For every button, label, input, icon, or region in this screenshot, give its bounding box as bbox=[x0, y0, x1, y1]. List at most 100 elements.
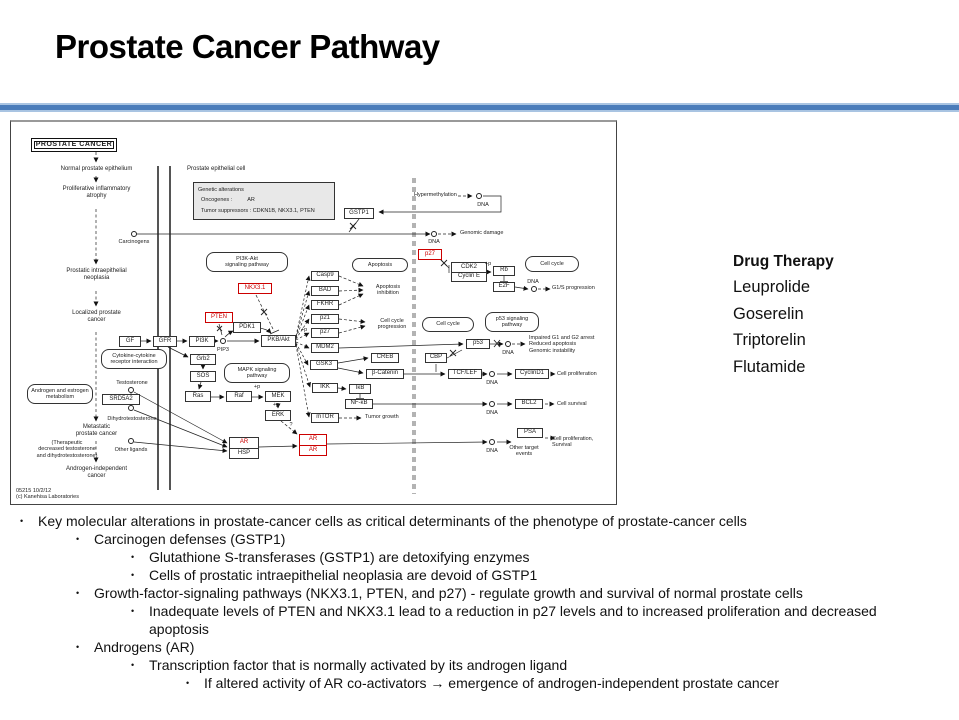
bullet-dot: • bbox=[131, 606, 135, 616]
bullet-dot: • bbox=[131, 660, 135, 670]
bullet-item: • If altered activity of AR co-activators… bbox=[0, 674, 945, 692]
pathway-node-grb2: Grb2 bbox=[190, 354, 216, 365]
bullet-text: Inadequate levels of PTEN and NKX3.1 lea… bbox=[149, 603, 877, 637]
pathway-node-ras: Ras bbox=[185, 391, 211, 402]
pathway-node-pip3: PIP3 bbox=[217, 347, 229, 353]
drug-item-goserelin: Goserelin bbox=[733, 304, 804, 323]
bullet-text: Growth-factor-signaling pathways (NKX3.1… bbox=[94, 585, 803, 601]
bullet-item: • Key molecular alterations in prostate-c… bbox=[0, 512, 945, 530]
pathway-node-ar: AR bbox=[300, 444, 326, 456]
pathway-node-erk: ERK bbox=[265, 410, 291, 421]
pathway-dna-circle bbox=[489, 371, 495, 377]
pathway-node-pkb-akt: PKB/Akt bbox=[261, 335, 296, 347]
pathway-node-other-ligands: Other ligands bbox=[114, 447, 148, 453]
drug-item-leuprolide: Leuprolide bbox=[733, 278, 811, 296]
bullet-dot: • bbox=[131, 552, 135, 562]
drug-therapy-heading: Drug Therapy bbox=[733, 253, 834, 270]
pathway-node-p: +p bbox=[300, 327, 308, 333]
pathway-node-localized-prostate: Localized prostate cancer bbox=[72, 310, 121, 324]
bullet-list: • Key molecular alterations in prostate-c… bbox=[0, 512, 959, 692]
pathway-node-nkx3-1: NKX3.1 bbox=[238, 283, 272, 294]
bullet-dot: • bbox=[20, 516, 24, 526]
pathway-node-dna: DNA bbox=[486, 380, 498, 386]
pathway-dna-circle bbox=[128, 438, 134, 444]
pathway-node-p: +p bbox=[484, 261, 492, 267]
pathway-node-p53: p53 bbox=[466, 339, 490, 349]
bullet-dot: • bbox=[76, 534, 80, 544]
pathway-node-pdk1: PDK1 bbox=[233, 322, 261, 333]
accent-divider bbox=[0, 103, 959, 112]
pathway-node-dna: DNA bbox=[502, 350, 514, 356]
pathway-node-hsp: HSP bbox=[230, 447, 258, 459]
pathway-node-dihydrotestosterone: Dihydrotestosterone bbox=[107, 416, 157, 422]
pathway-node-bad: BAD bbox=[311, 286, 339, 296]
pathway-node-cyclin-e: Cyclin E bbox=[452, 271, 486, 282]
pathway-node-mtor: mTOR bbox=[311, 413, 339, 423]
pathway-dna-circle bbox=[431, 231, 437, 237]
pathway-node-other-target: Other target events bbox=[509, 445, 539, 458]
pathway-node-apoptosis: Apoptosis bbox=[352, 258, 408, 272]
pathway-node-dna: DNA bbox=[477, 202, 489, 208]
pathway-node-pten: PTEN bbox=[205, 312, 233, 323]
pathway-node-gfr: GFR bbox=[153, 336, 177, 347]
pathway-dna-circle bbox=[476, 193, 482, 199]
drug-item-triptorelin: Triptorelin bbox=[733, 331, 806, 349]
bullet-item: • Transcription factor that is normally a… bbox=[0, 656, 945, 674]
pathway-node-prostate-epithelial-cell: Prostate epithelial cell bbox=[187, 166, 246, 172]
pathway-node-psa: PSA bbox=[517, 428, 543, 438]
pathway-node-bcl2: BCL2 bbox=[515, 399, 543, 409]
pathway-node-cdk2: CDK2 bbox=[460, 263, 477, 270]
pathway-node-p53-signaling: p53 signaling pathway bbox=[485, 312, 539, 332]
pathway-node-sos: SOS bbox=[190, 371, 216, 382]
pathway-node-nf-b: NF-κB bbox=[345, 399, 373, 409]
pathway-dna-circle bbox=[220, 338, 226, 344]
pathway-dna-circle bbox=[531, 286, 537, 292]
pathway-node-p21: p21 bbox=[311, 314, 339, 324]
pathway-node-genomic-damage: Genomic damage bbox=[460, 230, 504, 236]
pathway-node-apoptosis: Apoptosis inhibition bbox=[375, 284, 401, 297]
pathway-node-androgen-and-estrogen: Androgen and estrogen metabolism bbox=[27, 384, 93, 404]
pathway-node-dna: DNA bbox=[486, 410, 498, 416]
pathway-node-pi3k: PI3K bbox=[189, 336, 215, 347]
pathway-node-androgen-independent: Androgen-independent cancer bbox=[65, 466, 128, 480]
pathway-node-: ? bbox=[289, 422, 293, 428]
bullet-item: •Androgens (AR) bbox=[0, 638, 945, 656]
pathway-node-e2f: E2F bbox=[493, 282, 515, 292]
pathway-node-p27: p27 bbox=[311, 328, 339, 338]
pathway-node-gf: GF bbox=[119, 336, 141, 347]
pathway-node-raf: Raf bbox=[226, 391, 252, 402]
pathway-node-p27: p27 bbox=[418, 249, 442, 260]
bullet-item: •Carcinogen defenses (GSTP1) bbox=[0, 530, 945, 548]
pathway-dna-circle bbox=[489, 401, 495, 407]
pathway-node-cell-proliferation: Cell proliferation, Survival bbox=[552, 436, 594, 449]
bullet-item: •Glutathione S-transferases (GSTP1) are … bbox=[0, 548, 945, 566]
pathway-node-cell-cycle: Cell cycle progression bbox=[377, 318, 407, 331]
page-title: Prostate Cancer Pathway bbox=[55, 28, 440, 65]
bullet-item: •Cells of prostatic intraepithelial neop… bbox=[0, 566, 945, 584]
pathway-node-p: +p bbox=[272, 402, 280, 408]
pathway-node-testosterone: Testosterone bbox=[116, 380, 148, 386]
pathway-node-tcf-lef: TCF/LEF bbox=[448, 369, 482, 379]
pathway-node-tumor-growth: Tumor growth bbox=[365, 414, 399, 420]
bullet-dot: • bbox=[186, 678, 190, 688]
pathway-node-prostatic-intraepithelial: Prostatic intraepithelial neoplasia bbox=[66, 268, 127, 282]
pathway-node-casp9: Casp9 bbox=[311, 271, 339, 281]
pathway-node-cell-cycle: Cell cycle bbox=[525, 256, 579, 272]
pathway-dna-circle bbox=[489, 439, 495, 445]
pathway-node-impaired-g1-and-g2-arrest: Impaired G1 and G2 arrest Reduced apopto… bbox=[529, 335, 595, 354]
bullet-text: Key molecular alterations in prostate-ca… bbox=[38, 513, 747, 529]
bullet-dot: • bbox=[76, 588, 80, 598]
pathway-node-ar: AR bbox=[239, 439, 249, 446]
bullet-text: If altered activity of AR co-activators … bbox=[204, 675, 780, 691]
pathway-node-gstp1: GSTP1 bbox=[344, 208, 374, 219]
pathway-node-hypermethylation: Hypermethylation bbox=[414, 192, 457, 198]
bullet-text: Androgens (AR) bbox=[94, 639, 195, 655]
pathway-node-dna: DNA bbox=[486, 448, 498, 454]
bullet-text: Transcription factor that is normally ac… bbox=[149, 657, 568, 673]
pathway-node-mek: MEK bbox=[265, 391, 291, 402]
